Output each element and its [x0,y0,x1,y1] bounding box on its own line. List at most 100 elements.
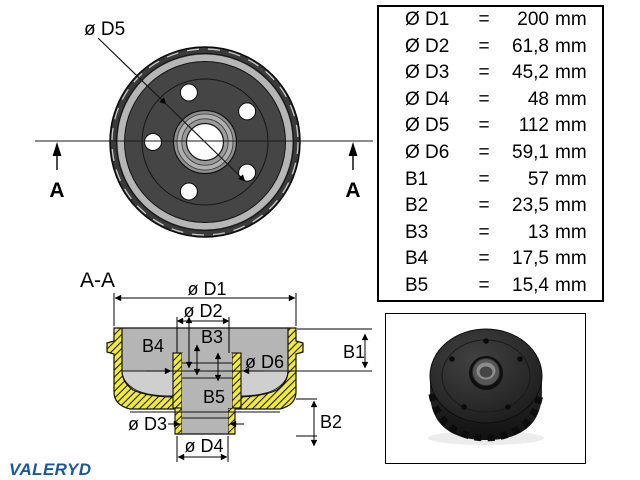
dim-label: Ø D1 [405,9,450,30]
dim-label: B5 [405,274,429,296]
table-row: Ø D2 = 61,8 mm [379,34,602,61]
equals-sign: = [478,115,490,137]
dim-value: 15,4 [512,274,549,296]
bolt-hole [238,102,257,121]
table-row: B4 = 17,5 mm [379,246,602,273]
d5-dimension-label: ø D5 [84,19,125,40]
bolt-hole [461,404,467,410]
hub-wall-left-upper [172,352,183,409]
dim-value: 59,1 [512,141,549,163]
bolt-hole [483,338,489,344]
equals-sign: = [478,88,490,110]
bolt-hole [505,404,511,410]
drum-rim-line-outer [116,53,294,231]
section-title: A-A [80,269,115,292]
d4-dimension-label: ø D4 [184,436,223,456]
dim-unit: mm [555,115,587,137]
equals-sign: = [478,141,490,163]
dim-unit: mm [555,35,587,57]
dim-value: 23,5 [512,195,549,217]
dim-unit: mm [555,195,587,217]
drum-ribbed-rim [428,393,544,442]
front-view: ø D5 A A [35,19,373,238]
drum-rim-line-inner [124,61,286,223]
bolt-hole [449,356,455,362]
dim-unit: mm [555,221,587,243]
drum-edge-highlight [111,48,299,236]
section-arrow-right: A [345,142,361,202]
hub-wall-right-upper [231,352,242,409]
equals-sign: = [478,248,490,270]
table-row: Ø D1 = 200 mm [379,7,602,34]
equals-sign: = [478,35,490,57]
arrow-up-icon [348,142,358,156]
bolt-hole [144,133,162,151]
bolt-hole [517,356,523,362]
b4-dimension-label: B4 [142,336,164,356]
equals-sign: = [478,9,490,30]
dim-value: 112 [518,115,549,137]
section-label-a-right: A [345,179,360,202]
dim-label: B2 [405,195,429,217]
equals-sign: = [478,62,490,84]
dim-unit: mm [555,141,587,163]
b2-dimension-label: B2 [320,412,342,432]
d2-dimension-label: ø D2 [183,301,222,321]
b5-dimension-label: B5 [203,387,225,407]
dim-label: Ø D5 [405,115,450,137]
dim-unit: mm [555,88,587,110]
dim-value: 57 [527,168,549,190]
rim-wall-right-section [233,327,304,410]
dim-unit: mm [555,9,587,30]
dim-unit: mm [555,274,587,296]
table-row: B1 = 57 mm [379,167,602,194]
dim-unit: mm [555,248,587,270]
table-row: B2 = 23,5 mm [379,193,602,220]
d5-leader-segment [97,37,167,105]
dim-unit: mm [555,168,587,190]
dim-label: Ø D6 [405,141,450,163]
dim-label: Ø D4 [405,88,450,110]
dim-value: 45,2 [512,62,549,84]
table-row: Ø D3 = 45,2 mm [379,60,602,87]
d1-dimension-label: ø D1 [187,279,226,299]
dim-label: B4 [405,248,429,270]
d5-leader-segment [165,103,246,182]
dim-value: 61,8 [512,35,549,57]
dimension-table: Ø D1 = 200 mm Ø D2 = 61,8 mm Ø D3 = 45,2 mm Ø D4 =… [377,5,604,302]
b3-dimension-label: B3 [201,327,223,347]
bolt-hole [179,182,198,201]
section-arrow-left: A [49,142,65,202]
b1-dimension-label: B1 [343,342,365,362]
dim-label: Ø D2 [405,35,450,57]
bolt-hole [238,163,257,182]
equals-sign: = [478,168,490,190]
dim-value: 200 [517,9,549,30]
d3-dimension-label: ø D3 [128,414,167,434]
dim-label: B3 [405,221,429,243]
section-label-a-left: A [49,179,64,202]
dim-label: Ø D3 [405,62,450,84]
dim-unit: mm [555,62,587,84]
section-view: A-A ø D [80,269,372,462]
rim-wall-left-section [106,327,177,410]
arrow-up-icon [52,142,62,156]
equals-sign: = [478,274,490,296]
equals-sign: = [478,195,490,217]
dim-value: 13 [527,221,549,243]
table-row: B3 = 13 mm [379,220,602,247]
d6-dimension-label: ø D6 [245,352,284,372]
dim-label: B1 [405,168,429,190]
table-row: Ø D6 = 59,1 mm [379,140,602,167]
equals-sign: = [478,221,490,243]
hub-bore-inner [479,366,493,378]
brand-logo: VALERYD [9,460,92,479]
product-photo [428,328,544,445]
dim-value: 17,5 [512,248,549,270]
bolt-hole [179,83,198,102]
table-row: B5 = 15,4 mm [379,273,602,300]
product-photo-box [385,313,586,464]
